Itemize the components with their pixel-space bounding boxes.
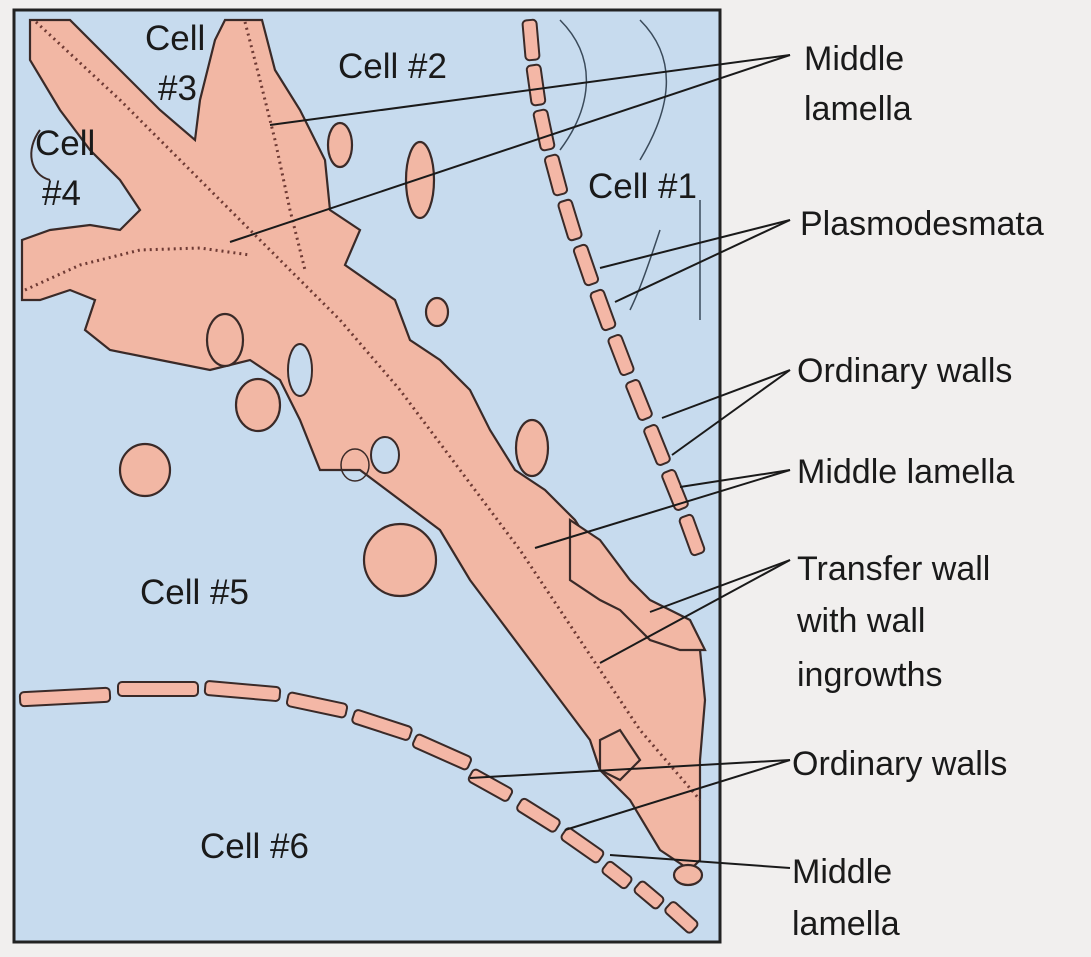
callout-middle-lamella-mid: Middle lamella: [797, 453, 1014, 491]
wall-ingrowth: [674, 865, 702, 885]
wall-ingrowth: [426, 298, 448, 326]
cell-label-4-line1: Cell: [35, 124, 95, 163]
cell-label-6: Cell #6: [200, 827, 309, 866]
callout-middle-lamella-top-1: Middle: [804, 40, 904, 78]
cell-label-5: Cell #5: [140, 573, 249, 612]
cell-label-4-line2: #4: [42, 174, 81, 213]
cytoplasm-pocket: [371, 437, 399, 473]
wall-ingrowth: [120, 444, 170, 496]
callout-transfer-wall-1: Transfer wall: [797, 550, 990, 588]
callout-middle-lamella-bottom-1: Middle: [792, 853, 892, 891]
callout-transfer-wall-2: with wall: [796, 602, 925, 640]
cell-label-3-line2: #3: [158, 69, 197, 108]
cell-label-2: Cell #2: [338, 47, 447, 86]
callout-middle-lamella-bottom-2: lamella: [792, 905, 900, 943]
cell-label-1: Cell #1: [588, 167, 697, 206]
callout-ordinary-walls-2: Ordinary walls: [792, 745, 1007, 783]
cytoplasm-pocket: [288, 344, 312, 396]
callout-transfer-wall-3: ingrowths: [797, 656, 943, 694]
wall-ingrowth: [516, 420, 548, 476]
wall-ingrowth: [207, 314, 243, 366]
wall-ingrowth: [406, 142, 434, 218]
wall-ingrowth: [364, 524, 436, 596]
callout-ordinary-walls-1: Ordinary walls: [797, 352, 1012, 390]
wall-ingrowth: [236, 379, 280, 431]
wall-ingrowth: [328, 123, 352, 167]
callout-middle-lamella-top-2: lamella: [804, 90, 912, 128]
callout-plasmodesmata: Plasmodesmata: [800, 205, 1044, 243]
cell-label-3-line1: Cell: [145, 19, 205, 58]
